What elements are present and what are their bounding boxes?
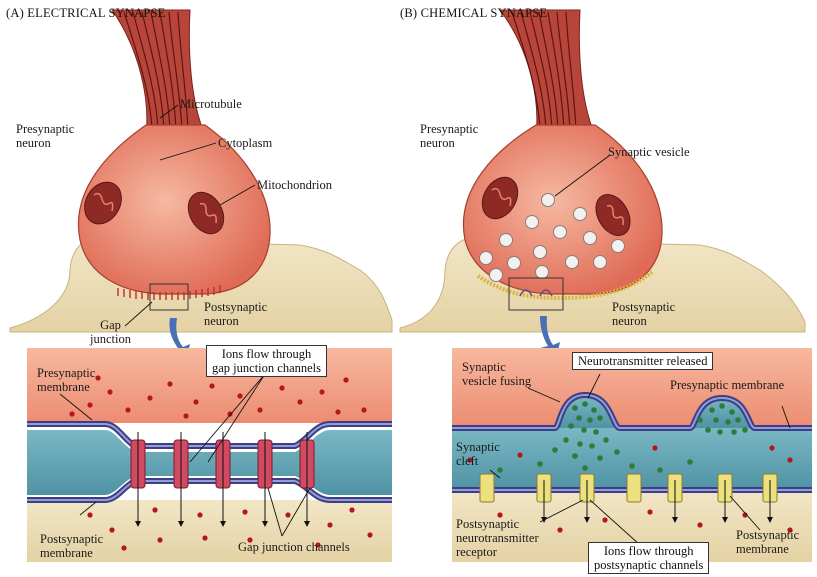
panel-a-neuron: [10, 10, 392, 362]
label-b-postsynaptic-receptor: Postsynaptic neurotransmitter receptor: [456, 517, 539, 559]
label-a-presynaptic-neuron: Presynaptic neuron: [16, 122, 74, 150]
label-b-synaptic-vesicle-fusing: Synaptic vesicle fusing: [462, 360, 531, 388]
label-b-synaptic-vesicle: Synaptic vesicle: [608, 145, 690, 159]
label-a-microtubule: Microtubule: [180, 97, 242, 111]
label-b-neurotransmitter-released: Neurotransmitter released: [572, 352, 713, 370]
label-a-ions-flow: Ions flow through gap junction channels: [206, 345, 327, 377]
label-b-synaptic-cleft: Synaptic cleft: [456, 440, 500, 468]
label-b-postsynaptic-neuron: Postsynaptic neuron: [612, 300, 675, 328]
label-a-postsynaptic-membrane: Postsynaptic membrane: [40, 532, 103, 560]
panel-b-neuron: [400, 10, 805, 360]
label-b-ions-flow: Ions flow through postsynaptic channels: [588, 542, 709, 574]
receptor-1: [480, 474, 494, 502]
panel-b-title: (B) CHEMICAL SYNAPSE: [400, 6, 547, 21]
label-b-postsynaptic-membrane: Postsynaptic membrane: [736, 528, 799, 556]
label-a-postsynaptic-neuron: Postsynaptic neuron: [204, 300, 267, 328]
axon-a: [112, 10, 205, 135]
label-a-mitochondrion: Mitochondrion: [257, 178, 332, 192]
label-a-gap-junction: Gap junction: [90, 318, 131, 346]
label-a-cytoplasm: Cytoplasm: [218, 136, 272, 150]
label-b-presynaptic-membrane: Presynaptic membrane: [670, 378, 784, 392]
label-a-presynaptic-membrane: Presynaptic membrane: [37, 366, 95, 394]
axon-b: [500, 10, 595, 135]
receptor-4: [627, 474, 641, 502]
label-a-gap-junction-channels: Gap junction channels: [238, 540, 350, 554]
label-b-presynaptic-neuron: Presynaptic neuron: [420, 122, 478, 150]
panel-a-title: (A) ELECTRICAL SYNAPSE: [6, 6, 166, 21]
